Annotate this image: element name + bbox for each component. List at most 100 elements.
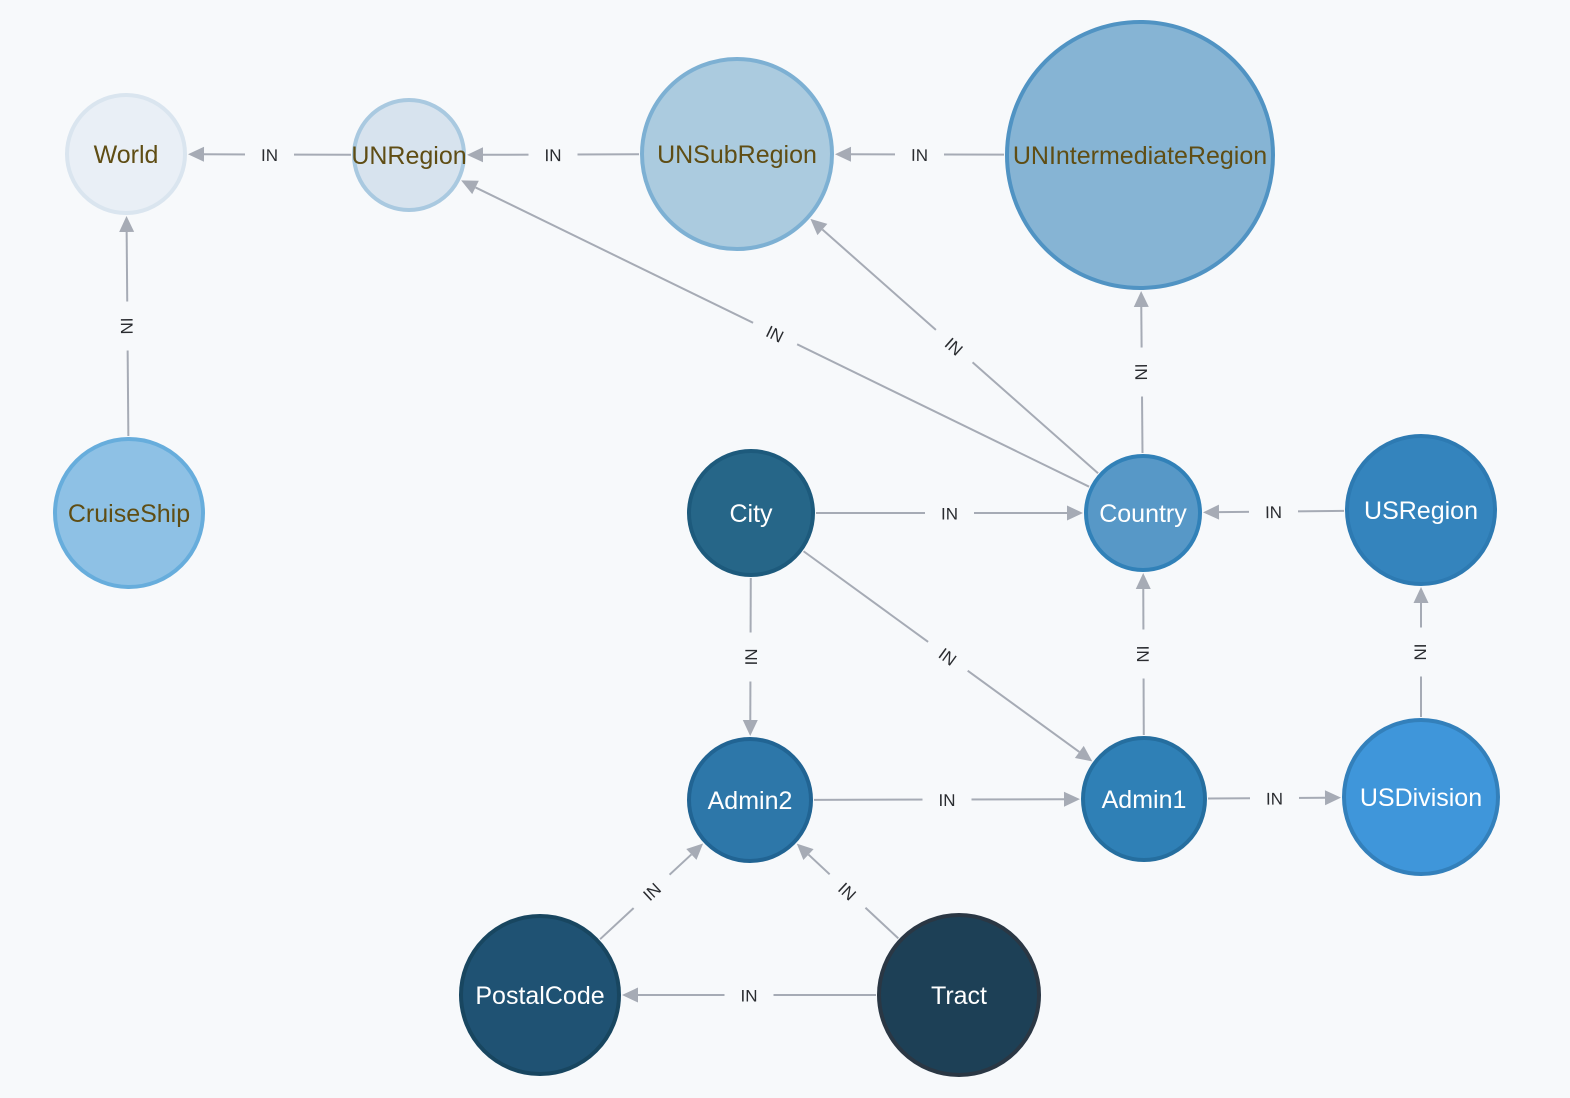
arrow-head-icon	[187, 146, 205, 162]
edge-label-group: IN	[1409, 627, 1433, 677]
arrow-head-icon	[461, 180, 479, 195]
edge-Country-UNSubRegion[interactable]: IN	[810, 218, 1099, 475]
node-city[interactable]: City	[687, 449, 815, 577]
edge-label-backdrop	[528, 142, 578, 167]
edge-label-backdrop	[738, 632, 763, 682]
edge-label: IN	[938, 791, 955, 810]
edge-Tract-Admin2[interactable]: IN	[796, 843, 899, 940]
edge-label-group: IN	[528, 142, 578, 167]
edge-label-backdrop	[1248, 499, 1299, 524]
edge-label: IN	[261, 146, 278, 165]
edge-label-group: IN	[1248, 499, 1299, 524]
node-tract[interactable]: Tract	[877, 913, 1041, 1077]
edge-label-group: IN	[724, 983, 774, 1007]
edge-label: IN	[742, 648, 761, 665]
edge-label: IN	[1411, 644, 1430, 661]
edge-UNSubRegion-UNRegion[interactable]: IN	[466, 142, 640, 167]
arrow-head-icon	[796, 843, 814, 861]
arrow-head-icon	[742, 719, 758, 737]
edge-label-backdrop	[894, 142, 945, 167]
node-circle[interactable]	[1081, 736, 1207, 862]
edge-USDivision-USRegion[interactable]: IN	[1409, 587, 1433, 717]
edge-label: IN	[544, 146, 561, 165]
edge-Country-UNRegion[interactable]: IN	[461, 180, 1090, 488]
edge-label: IN	[117, 317, 136, 334]
node-circle[interactable]	[65, 93, 187, 215]
edge-Country-UNIntermediateRegion[interactable]: IN	[1129, 290, 1155, 454]
node-unregion[interactable]: UNRegion	[351, 98, 467, 212]
node-unintermediateregion[interactable]: UNIntermediateRegion	[1005, 20, 1275, 290]
edge-USRegion-Country[interactable]: IN	[1202, 499, 1345, 524]
edge-label-backdrop	[724, 983, 774, 1007]
node-circle[interactable]	[459, 914, 621, 1076]
edge-label-group: IN	[738, 632, 763, 682]
edge-label-backdrop	[115, 301, 140, 351]
edge-label: IN	[1131, 363, 1150, 380]
arrow-head-icon	[686, 843, 704, 860]
edge-City-Country[interactable]: IN	[816, 501, 1083, 525]
edge-label-backdrop	[625, 865, 678, 917]
edge-label-backdrop	[925, 501, 974, 525]
node-admin1[interactable]: Admin1	[1081, 736, 1207, 862]
node-circle[interactable]	[1084, 454, 1202, 572]
arrow-head-icon	[119, 215, 135, 233]
node-circle[interactable]	[1342, 718, 1500, 876]
edge-City-Admin1[interactable]: IN	[802, 550, 1093, 762]
node-unsubregion[interactable]: UNSubRegion	[640, 57, 834, 251]
node-circle[interactable]	[687, 737, 813, 863]
edge-CruiseShip-World[interactable]: IN	[115, 215, 140, 437]
edge-City-Admin2[interactable]: IN	[738, 577, 763, 737]
node-country[interactable]: Country	[1084, 454, 1202, 572]
edge-UNRegion-World[interactable]: IN	[187, 142, 352, 167]
edge-label-group: IN	[244, 142, 295, 167]
edge-Admin2-Admin1[interactable]: IN	[813, 787, 1081, 812]
edge-label-backdrop	[821, 865, 874, 917]
edge-label-backdrop	[1131, 629, 1156, 679]
edge-label-group: IN	[1249, 785, 1300, 811]
edge-Tract-PostalCode[interactable]: IN	[622, 983, 876, 1007]
node-circle[interactable]	[640, 57, 834, 251]
node-circle[interactable]	[877, 913, 1041, 1077]
edge-label-backdrop	[244, 142, 295, 167]
node-circle[interactable]	[687, 449, 815, 577]
arrow-head-icon	[834, 146, 852, 162]
node-usdivision[interactable]: USDivision	[1342, 718, 1500, 876]
node-circle[interactable]	[352, 98, 466, 212]
node-circle[interactable]	[53, 437, 205, 589]
arrow-head-icon	[1067, 505, 1083, 521]
arrow-head-icon	[810, 218, 828, 236]
edge-label-backdrop	[1409, 627, 1433, 677]
edge-label: IN	[1266, 789, 1283, 808]
node-usregion[interactable]: USRegion	[1345, 434, 1497, 586]
edge-label-group: IN	[925, 501, 974, 525]
edge-PostalCode-Admin2[interactable]: IN	[599, 843, 704, 940]
edge-label-backdrop	[922, 787, 972, 812]
edge-label-group: IN	[927, 320, 981, 372]
edge-label-group: IN	[921, 632, 975, 681]
edge-label: IN	[1133, 645, 1152, 662]
arrow-head-icon	[1074, 745, 1093, 762]
edge-UNIntermediateRegion-UNSubRegion[interactable]: IN	[834, 142, 1005, 167]
edge-label-backdrop	[921, 632, 975, 681]
edge-label: IN	[1265, 503, 1282, 522]
edge-label-group: IN	[747, 312, 803, 356]
node-cruiseship[interactable]: CruiseShip	[53, 437, 205, 589]
edge-label-group: IN	[894, 142, 945, 167]
edge-Admin1-Country[interactable]: IN	[1131, 572, 1156, 736]
node-circle[interactable]	[1005, 20, 1275, 290]
node-postalcode[interactable]: PostalCode	[459, 914, 621, 1076]
edge-label-backdrop	[927, 320, 981, 372]
edge-label-group: IN	[821, 865, 874, 917]
arrow-head-icon	[1324, 790, 1342, 806]
edge-Admin1-USDivision[interactable]: IN	[1207, 785, 1342, 811]
node-circle[interactable]	[1345, 434, 1497, 586]
arrow-head-icon	[622, 987, 638, 1003]
node-world[interactable]: World	[65, 93, 187, 215]
edge-label-group: IN	[1129, 347, 1155, 397]
arrow-head-icon	[1135, 572, 1151, 590]
edge-label-group: IN	[1131, 629, 1156, 679]
node-admin2[interactable]: Admin2	[687, 737, 813, 863]
arrow-head-icon	[1063, 791, 1081, 807]
